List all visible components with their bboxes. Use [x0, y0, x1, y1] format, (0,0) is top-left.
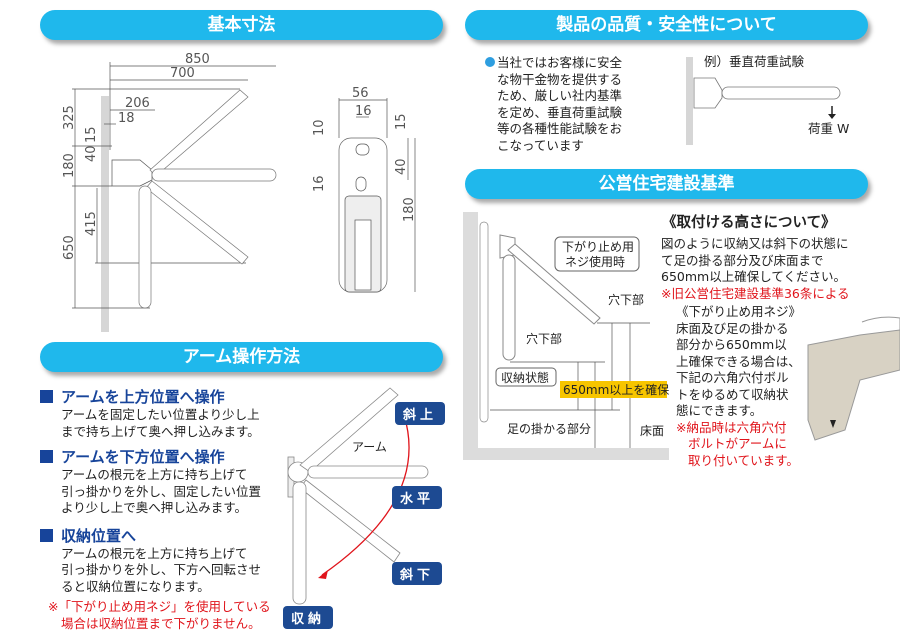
position-tag-stored: 収納	[283, 606, 334, 629]
arm-operation-diagram: アーム	[287, 387, 429, 605]
square-bullet-icon	[40, 390, 53, 403]
operation-line: アームの根元を上方に持ち上げて	[61, 545, 248, 561]
dim-850: 850	[185, 52, 210, 67]
section-header-dimensions: 基本寸法	[40, 10, 443, 40]
side-dimension-drawing: 56 16 10 16 15 40 180	[312, 86, 417, 293]
bracket-photo	[807, 316, 900, 441]
dim-650: 650	[62, 235, 77, 260]
quality-description: 当社ではお客様に安全 な物干金物を提供する ため、厳しい社内基準 を定め、垂直荷…	[485, 55, 623, 154]
screw-red-note: 取り付いています。	[688, 452, 799, 468]
load-test-diagram: 例）垂直荷重試験 荷重 W	[686, 54, 849, 145]
quality-line: な物干金物を提供する	[497, 71, 623, 87]
screw-note-line-1: 下がり止め用	[562, 239, 634, 254]
installation-height-diagram: 下がり止め用 ネジ使用時 穴下部 穴下部 収納状態 650mm以上を確保 足の掛…	[463, 212, 669, 460]
screw-line: 下記の六角穴付ボル	[676, 370, 789, 385]
height-description: 図のように収納又は斜下の状態に て足の掛る部分及び床面まで 650mm以上確保し…	[661, 236, 850, 302]
operation-note-line: 場合は収納位置まで下がりません。	[61, 615, 261, 631]
dim-40-side: 40	[394, 158, 409, 175]
operation-line: より少し上で奥へ押し込みます。	[61, 500, 248, 515]
floor-label: 床面	[640, 424, 664, 438]
operation-item-title: アームを下方位置へ操作	[40, 446, 271, 467]
position-tag-up: 斜上	[395, 402, 446, 425]
dim-180: 180	[62, 153, 77, 178]
operation-note-line: ※「下がり止め用ネジ」を使用している	[48, 599, 271, 614]
screw-note-line-2: ネジ使用時	[565, 254, 625, 269]
square-bullet-icon	[40, 450, 53, 463]
section-header-standard: 公営住宅建設基準	[465, 169, 868, 199]
height-requirement-label: 650mm以上を確保	[563, 382, 669, 397]
dim-206: 206	[125, 96, 150, 111]
stored-state-label: 収納状態	[501, 370, 549, 385]
operation-instructions: アームを上方位置へ操作 アームを固定したい位置より少し上 まで持ち上げて奥へ押し…	[40, 386, 271, 632]
quality-line: を定め、垂直荷重試験	[497, 104, 623, 120]
operation-item-title: 収納位置へ	[40, 525, 271, 546]
operation-line: まで持ち上げて奥へ押し込みます。	[61, 423, 260, 439]
operation-line: アームを固定したい位置より少し上	[61, 407, 260, 422]
screw-line: 態にできます。	[676, 403, 763, 418]
dim-415: 415	[84, 211, 99, 236]
foot-part-label: 足の掛かる部分	[507, 421, 591, 436]
dim-10: 10	[312, 119, 327, 136]
dim-700: 700	[170, 66, 195, 81]
operation-line: 引っ掛かりを外し、下方へ回転させ	[61, 562, 262, 577]
section-header-operation: アーム操作方法	[40, 342, 443, 372]
hole-bottom-label-1: 穴下部	[608, 292, 644, 307]
screw-line: トをゆるめて収納状	[676, 386, 789, 402]
dim-15-side: 15	[394, 113, 409, 130]
height-line: 図のように収納又は斜下の状態に	[661, 236, 849, 251]
hole-bottom-label-2: 穴下部	[526, 331, 562, 346]
dim-16-height: 16	[312, 175, 327, 192]
quality-line: 当社ではお客様に安全	[497, 55, 623, 70]
dim-325: 325	[62, 105, 77, 130]
screw-line: 上確保できる場合は、	[676, 353, 801, 369]
arm-label: アーム	[352, 440, 387, 454]
screw-line: 床面及び足の掛かる	[676, 320, 789, 336]
screw-heading: 《下がり止め用ネジ》	[676, 304, 802, 319]
screw-line: 部分から650mm以	[676, 337, 787, 352]
operation-line: 引っ掛かりを外し、固定したい位置	[61, 483, 262, 499]
quality-line: 等の各種性能試験をお	[497, 121, 623, 136]
bullet-icon	[485, 57, 495, 67]
operation-line: ると収納位置になります。	[61, 578, 210, 594]
quality-line: ため、厳しい社内基準	[497, 88, 623, 103]
standard-reference-note: ※旧公営住宅建設基準36条による	[661, 285, 850, 301]
dim-56: 56	[352, 86, 369, 101]
position-tag-horizontal: 水平	[392, 486, 443, 509]
screw-red-note: ※納品時は六角穴付	[676, 419, 787, 435]
operation-line: アームの根元を上方に持ち上げて	[61, 467, 248, 482]
position-tag-down: 斜下	[392, 562, 443, 585]
height-line: 650mm以上確保してください。	[661, 269, 846, 284]
screw-red-note: ボルトがアームに	[688, 436, 787, 451]
dim-180-side: 180	[402, 197, 417, 222]
dim-16-width: 16	[355, 104, 372, 119]
dim-15: 15	[84, 126, 99, 143]
screw-description: 《下がり止め用ネジ》 床面及び足の掛かる 部分から650mm以 上確保できる場合…	[676, 304, 801, 469]
dim-18: 18	[118, 111, 135, 126]
square-bullet-icon	[40, 528, 53, 542]
dim-40: 40	[84, 145, 99, 162]
front-dimension-drawing: 850 700 206 18 325 15 40 180 415 650	[62, 52, 277, 332]
section-header-quality: 製品の品質・安全性について	[465, 10, 868, 40]
height-line: て足の掛る部分及び床面まで	[661, 252, 824, 268]
operation-item-title: アームを上方位置へ操作	[40, 386, 271, 407]
quality-line: こなっています	[497, 137, 584, 153]
load-label: 荷重 W	[808, 121, 849, 136]
load-test-label: 例）垂直荷重試験	[704, 54, 805, 69]
height-heading: 《取付ける高さについて》	[662, 215, 836, 231]
